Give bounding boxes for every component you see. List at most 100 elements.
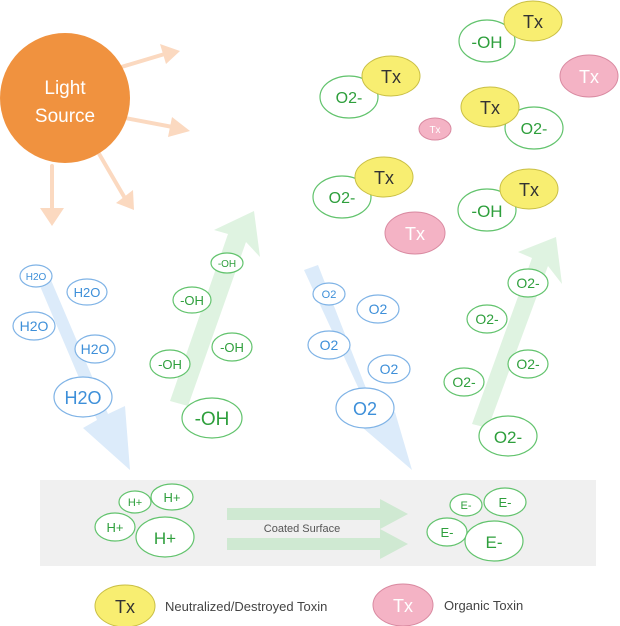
electron: E-: [426, 517, 468, 547]
surface-arrow-bottom: [227, 529, 408, 559]
svg-text:H+: H+: [164, 490, 181, 505]
oxygen-molecules: O2 O2 O2 O2 O2: [307, 282, 411, 429]
oxygen-molecule: O2: [367, 354, 411, 384]
svg-text:O2: O2: [369, 301, 388, 317]
superoxide-molecule: O2-: [507, 349, 549, 379]
svg-text:O2-: O2-: [494, 428, 522, 447]
proton: H+: [94, 512, 136, 542]
superoxide-molecules: O2- O2- O2- O2- O2-: [443, 268, 549, 457]
water-molecule: H2O: [19, 264, 53, 288]
surface-label: Coated Surface: [264, 523, 340, 535]
protons: H+ H+ H+ H+: [94, 483, 195, 558]
neutralized-toxin: Tx: [354, 156, 414, 198]
legend-neutralized: Tx Neutralized/Destroyed Toxin: [94, 584, 327, 626]
water-molecule: H2O: [66, 278, 108, 306]
neutralized-toxins: Tx Tx Tx Tx Tx: [354, 0, 563, 210]
svg-text:O2: O2: [322, 289, 337, 301]
svg-text:-OH: -OH: [158, 357, 182, 372]
electrons: E- E- E- E-: [426, 487, 527, 562]
neutralized-toxin: Tx: [499, 168, 559, 210]
surface-arrow-top: [227, 499, 408, 529]
organic-toxin: Tx: [418, 117, 452, 141]
svg-text:H2O: H2O: [74, 285, 101, 300]
oxygen-molecule: O2: [307, 330, 351, 360]
svg-text:Tx: Tx: [429, 125, 440, 136]
svg-text:O2-: O2-: [516, 356, 540, 372]
svg-text:-OH: -OH: [195, 409, 230, 430]
svg-text:E-: E-: [461, 500, 472, 512]
svg-text:O2-: O2-: [336, 90, 363, 107]
svg-text:Tx: Tx: [381, 67, 401, 87]
organic-toxins: Tx Tx Tx: [384, 54, 619, 255]
water-molecule: H2O: [12, 311, 56, 341]
hydroxyl-molecule: -OH: [149, 349, 191, 379]
light-rays: [40, 44, 190, 226]
light-source-label-2: Source: [35, 106, 95, 127]
svg-text:O2: O2: [353, 399, 377, 419]
svg-text:H+: H+: [128, 497, 142, 509]
hydroxyl-radical: -OH: [457, 188, 517, 232]
neutralized-toxin: Tx: [460, 86, 520, 128]
superoxide-molecule: O2-: [478, 415, 538, 457]
hydroxyl-molecules: -OH -OH -OH -OH -OH: [149, 252, 253, 439]
svg-text:O2: O2: [320, 337, 339, 353]
proton: H+: [135, 516, 195, 558]
water-arrow: [30, 266, 130, 470]
svg-text:H2O: H2O: [64, 388, 101, 408]
hydroxyl-molecule: -OH: [210, 252, 244, 274]
svg-text:H2O: H2O: [20, 318, 49, 334]
neutralized-toxin: Tx: [503, 0, 563, 42]
water-molecules: H2O H2O H2O H2O H2O: [12, 264, 116, 418]
svg-text:E-: E-: [499, 495, 512, 510]
organic-toxin: Tx: [559, 54, 619, 98]
organic-toxin: Tx: [384, 211, 446, 255]
hydroxyl-molecule: -OH: [181, 397, 243, 439]
legend-neutralized-label: Neutralized/Destroyed Toxin: [165, 599, 327, 614]
legend-organic-symbol: Tx: [393, 596, 413, 616]
svg-text:-OH: -OH: [180, 293, 204, 308]
superoxide-radical: O2-: [319, 75, 379, 119]
hydroxyl-molecule: -OH: [172, 286, 212, 314]
svg-text:Tx: Tx: [579, 67, 599, 87]
svg-text:O2-: O2-: [521, 121, 548, 138]
svg-text:H2O: H2O: [81, 341, 110, 357]
svg-text:-OH: -OH: [471, 202, 502, 221]
svg-text:Tx: Tx: [480, 98, 500, 118]
svg-text:H2O: H2O: [26, 272, 47, 283]
proton: H+: [150, 483, 194, 511]
proton: H+: [118, 490, 152, 514]
electron: E-: [464, 520, 524, 562]
superoxide-molecule: O2-: [443, 367, 485, 397]
legend-organic-label: Organic Toxin: [444, 598, 523, 613]
legend-neutralized-symbol: Tx: [115, 597, 135, 617]
water-molecule: H2O: [74, 334, 116, 364]
oxygen-molecule: O2: [356, 294, 400, 324]
legend: Tx Neutralized/Destroyed Toxin Tx Organi…: [94, 583, 523, 626]
svg-text:H+: H+: [154, 529, 176, 548]
hydroxyl-molecule: -OH: [211, 332, 253, 362]
svg-text:O2-: O2-: [329, 190, 356, 207]
svg-text:E-: E-: [441, 525, 454, 540]
light-source-label-1: Light: [44, 78, 86, 99]
light-source: Light Source: [0, 33, 130, 163]
superoxide-radical: O2-: [504, 106, 564, 150]
svg-text:-OH: -OH: [218, 259, 236, 270]
svg-text:Tx: Tx: [374, 168, 394, 188]
svg-text:E-: E-: [486, 533, 503, 552]
hydroxyl-radical: -OH: [458, 19, 516, 63]
svg-text:Tx: Tx: [523, 12, 543, 32]
electron: E-: [483, 487, 527, 517]
svg-text:-OH: -OH: [220, 340, 244, 355]
reaction-radicals: -OH O2- O2- O2- -OH: [312, 19, 564, 232]
superoxide-molecule: O2-: [466, 304, 508, 334]
electron: E-: [449, 493, 483, 517]
superoxide-molecule: O2-: [507, 268, 549, 298]
svg-text:Tx: Tx: [519, 180, 539, 200]
svg-text:-OH: -OH: [471, 33, 502, 52]
legend-organic: Tx Organic Toxin: [372, 583, 523, 626]
svg-text:O2-: O2-: [452, 374, 476, 390]
svg-text:O2-: O2-: [516, 275, 540, 291]
oxygen-molecule: O2: [335, 387, 395, 429]
svg-text:H+: H+: [107, 520, 124, 535]
superoxide-radical: O2-: [312, 175, 372, 219]
